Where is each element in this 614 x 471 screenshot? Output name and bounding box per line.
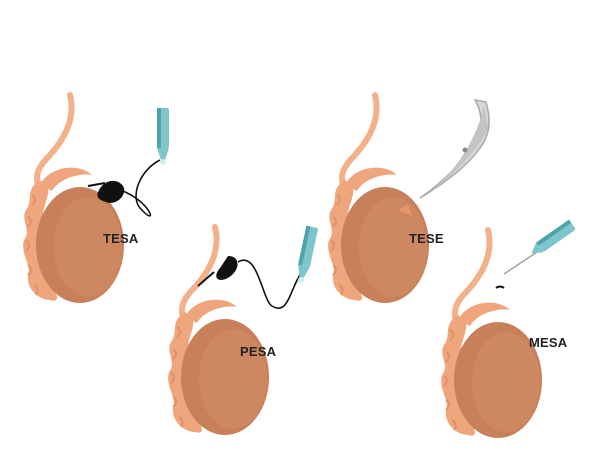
mesa-illustration: [441, 230, 542, 438]
micropipette-icon: [495, 219, 576, 289]
tese-illustration: [328, 95, 429, 303]
testis-icon: [441, 230, 542, 438]
pesa-instrument-icon: [197, 225, 319, 309]
tese-label: TESE: [409, 231, 444, 246]
mesa-label: MESA: [529, 335, 568, 350]
testis-icon: [168, 227, 269, 435]
tesa-label: TESA: [103, 231, 139, 246]
scissors-icon: [398, 98, 490, 216]
pesa-label: PESA: [240, 344, 277, 359]
testis-icon: [328, 95, 429, 303]
pesa-illustration: [168, 227, 269, 435]
tesa-instrument-icon: [87, 108, 169, 217]
